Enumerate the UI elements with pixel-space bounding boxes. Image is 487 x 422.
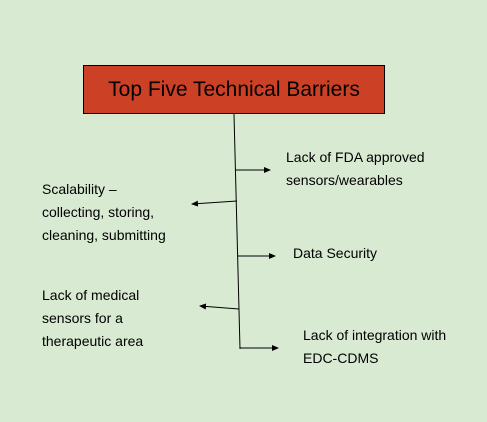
barrier-line: Scalability – [42, 181, 117, 197]
barrier-line: therapeutic area [42, 333, 144, 349]
barrier-fda-sensors: Lack of FDA approved sensors/wearables [286, 146, 425, 192]
barrier-line: collecting, storing, [42, 204, 155, 220]
arrow-medical-sensors [199, 303, 240, 310]
diagram-title: Top Five Technical Barriers [108, 77, 360, 101]
title-box: Top Five Technical Barriers [83, 65, 385, 114]
barrier-line: Lack of FDA approved [286, 149, 425, 165]
barrier-scalability: Scalability – collecting, storing, clean… [42, 178, 166, 247]
barrier-medical-sensors: Lack of medical sensors for a therapeuti… [42, 284, 143, 353]
barrier-line: cleaning, submitting [42, 227, 166, 243]
barrier-data-security: Data Security [293, 242, 377, 265]
vertical-trunk-line [233, 113, 241, 350]
barrier-line: sensors/wearables [286, 172, 403, 188]
barrier-edc-integration: Lack of integration with EDC-CDMS [303, 324, 446, 370]
arrow-scalability [191, 200, 238, 207]
barrier-line: Lack of integration with [303, 327, 447, 343]
barrier-line: EDC-CDMS [303, 350, 379, 366]
barrier-line: sensors for a [42, 310, 123, 326]
barrier-line: Data Security [293, 245, 378, 261]
barrier-line: Lack of medical [42, 287, 140, 303]
